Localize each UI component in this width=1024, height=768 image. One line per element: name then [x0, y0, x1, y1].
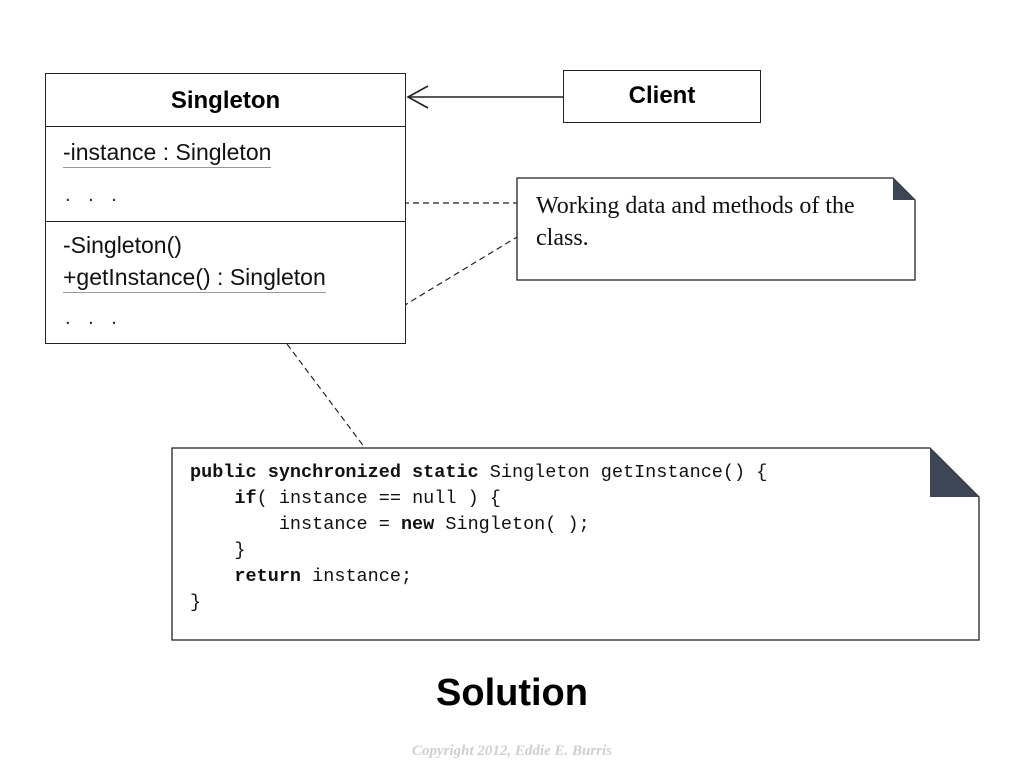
note-code: public synchronized static Singleton get… [172, 448, 979, 640]
association-arrowhead [406, 85, 429, 109]
note-code-fold [930, 448, 979, 497]
note-code-shape [171, 447, 980, 641]
code-keyword: if [234, 488, 257, 509]
client-class-name: Client [628, 82, 696, 109]
attribute-instance: -instance : Singleton [63, 139, 272, 168]
note-working-data-text: Working data and methods of the class. [536, 193, 855, 251]
operation-ellipsis: . . . [65, 307, 123, 329]
code-keyword: new [400, 514, 435, 535]
singleton-class-name: Singleton [46, 74, 405, 127]
note-working-data-fold [893, 178, 915, 200]
singleton-operations: -Singleton() +getInstance() : Singleton … [46, 222, 405, 342]
singleton-attributes: -instance : Singleton . . . [46, 127, 405, 222]
note-working-data-shape [516, 177, 916, 281]
slide-caption: Solution [436, 672, 588, 714]
attribute-ellipsis: . . . [65, 184, 123, 206]
note-working-data: Working data and methods of the class. [517, 178, 915, 280]
operation-constructor: -Singleton() [63, 232, 182, 258]
client-class-box: Client [563, 70, 761, 123]
operation-getinstance: +getInstance() : Singleton [63, 264, 326, 293]
singleton-class-box: Singleton -instance : Singleton . . . -S… [45, 73, 406, 344]
code-keyword: public synchronized static [190, 462, 479, 483]
code-block: public synchronized static Singleton get… [190, 462, 768, 613]
note-link-operations [376, 236, 518, 323]
copyright-footer: Copyright 2012, Eddie E. Burris [411, 743, 613, 759]
code-keyword: return [234, 566, 302, 587]
